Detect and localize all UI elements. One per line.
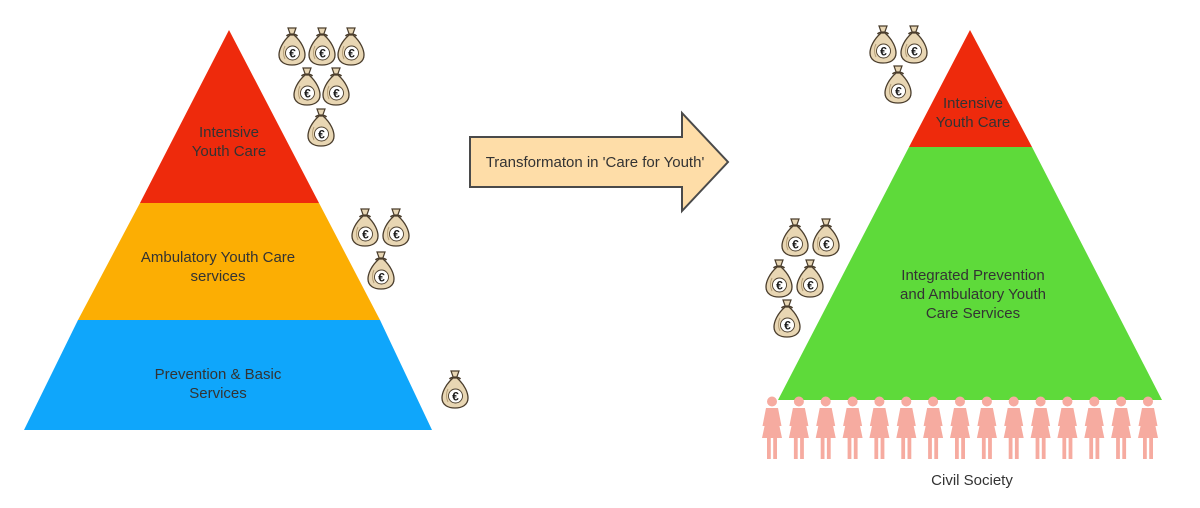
- person-icon: [869, 396, 890, 459]
- person-icon: [976, 396, 997, 459]
- right-integrated-prevention-ambulatory-tier: [778, 147, 1162, 400]
- person-icon: [1030, 396, 1051, 459]
- person-icon: [896, 396, 917, 459]
- left-prevention-label-line-2: Services: [189, 385, 247, 402]
- money-bag-icon: [781, 218, 809, 257]
- person-icon: [1138, 396, 1158, 459]
- person-icon: [1084, 396, 1105, 459]
- money-bag-icon: [307, 108, 335, 147]
- money-bag-icon: [293, 67, 321, 106]
- left-intensive-label: Intensive Youth Care: [159, 123, 299, 161]
- money-bag-icon: [812, 218, 840, 257]
- left-prevention-label: Prevention & Basic Services: [128, 365, 308, 403]
- person-icon: [950, 396, 970, 459]
- money-bag-icon: [441, 370, 469, 409]
- left-prevention-label-line-1: Prevention & Basic: [154, 366, 282, 383]
- left-intensive-label-line-1: Intensive: [198, 124, 260, 141]
- civil-society-people-row: [762, 396, 1158, 459]
- civil-society-caption: Civil Society: [912, 471, 1032, 490]
- person-icon: [1003, 396, 1024, 459]
- left-ambulatory-youth-care-tier: [78, 203, 380, 320]
- transformation-arrow-text: Transformaton in 'Care for Youth': [485, 154, 705, 171]
- person-icon: [788, 396, 809, 459]
- money-bag-icon: [773, 299, 801, 338]
- right-intensive-youth-care-tier: [909, 30, 1032, 147]
- right-pyramid: [778, 30, 1162, 400]
- transformation-arrow-label: Transformaton in 'Care for Youth': [470, 153, 720, 172]
- left-ambulatory-label-line-2: services: [190, 268, 246, 285]
- civil-society-caption-text: Civil Society: [931, 472, 1013, 489]
- right-intensive-label: Intensive Youth Care: [913, 94, 1033, 132]
- money-bag-icon: [765, 259, 793, 298]
- person-icon: [815, 396, 836, 459]
- money-bag-icon: [382, 208, 410, 247]
- money-bag-icon: [322, 67, 350, 106]
- left-intensive-youth-care-tier: [140, 30, 319, 203]
- money-bag-icon: [796, 259, 824, 298]
- money-bag-icon: [869, 25, 897, 64]
- left-prevention-basic-services-tier: [24, 320, 432, 430]
- money-bag-icon: [900, 25, 928, 64]
- money-bag-icon: [884, 65, 912, 104]
- left-pyramid: [24, 30, 432, 430]
- left-ambulatory-label-line-1: Ambulatory Youth Care: [140, 249, 296, 266]
- person-icon: [842, 396, 863, 459]
- money-bag-icon: [367, 251, 395, 290]
- money-bag-icon: [308, 27, 336, 66]
- right-integrated-label-line-2: and Ambulatory Youth: [900, 286, 1046, 303]
- money-bag-icon: [351, 208, 379, 247]
- money-bag-group-left-ambulatory: [351, 208, 410, 290]
- person-icon: [923, 396, 944, 459]
- left-intensive-label-line-2: Youth Care: [191, 143, 267, 160]
- right-intensive-label-line-2: Youth Care: [935, 114, 1011, 131]
- right-integrated-label-line-1: Integrated Prevention: [901, 267, 1045, 284]
- money-bag-group-right-intensive: [869, 25, 928, 104]
- right-integrated-label: Integrated Prevention and Ambulatory You…: [873, 266, 1073, 323]
- money-bag-group-left-prevention: [441, 370, 469, 409]
- transformation-arrow: [469, 110, 730, 214]
- person-icon: [1111, 396, 1132, 459]
- money-bag-icon: [278, 27, 306, 66]
- right-integrated-label-line-3: Care Services: [925, 305, 1021, 322]
- person-icon: [762, 396, 782, 459]
- left-ambulatory-label: Ambulatory Youth Care services: [118, 248, 318, 286]
- right-intensive-label-line-1: Intensive: [942, 95, 1004, 112]
- person-icon: [1057, 396, 1078, 459]
- money-bag-icon: [337, 27, 365, 66]
